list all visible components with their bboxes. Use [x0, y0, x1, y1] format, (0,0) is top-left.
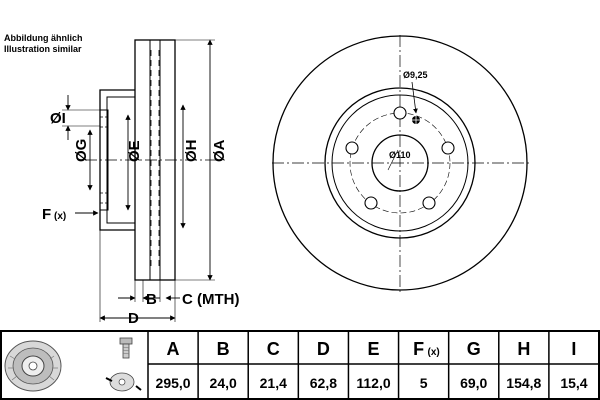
disc-thumbnail-icon — [4, 340, 62, 392]
label-bolt-hole-dia: Ø9,25 — [403, 70, 428, 80]
label-dia-H: ØH — [183, 140, 200, 163]
spec-header-e: E — [367, 339, 379, 359]
spec-value-i: 15,4 — [560, 375, 587, 391]
spec-table: A B C D E F(x) G H I 295,0 24,0 21,4 62,8 112,0 5 69,0… — [0, 330, 600, 400]
label-dia-E: ØE — [126, 140, 143, 162]
label-dia-I: ØI — [50, 110, 66, 127]
bolt-hole — [422, 196, 436, 210]
bolt-icon — [119, 337, 133, 359]
spec-value-b: 24,0 — [210, 375, 237, 391]
spec-header-i: I — [571, 339, 576, 359]
label-F: F — [42, 206, 51, 223]
disc-outer-circle — [272, 35, 528, 291]
spec-value-a: 295,0 — [156, 375, 191, 391]
spec-value-c: 21,4 — [260, 375, 287, 391]
bolt-hole — [393, 106, 407, 120]
center-bore-circle — [371, 134, 429, 192]
label-B: B — [146, 291, 157, 308]
label-D: D — [128, 310, 139, 327]
front-view — [272, 35, 530, 292]
label-dia-A: ØA — [211, 139, 228, 162]
hat-outer-circle — [324, 87, 476, 239]
label-dia-G: ØG — [73, 139, 90, 162]
label-F-sub: (x) — [54, 211, 66, 222]
spec-header-c: C — [267, 339, 280, 359]
spec-value-e: 112,0 — [356, 375, 390, 391]
side-view — [85, 39, 225, 281]
spec-header-d: D — [317, 339, 330, 359]
spec-header-g: G — [467, 339, 481, 359]
brake-disc-drawing: ØI ØG ØE ØH ØA F (x) B C (MTH) D — [42, 35, 530, 327]
label-C: C (MTH) — [182, 291, 239, 308]
wheel-hub-clip-icon — [105, 372, 142, 392]
spec-value-g: 69,0 — [460, 375, 487, 391]
bolt-holes — [345, 106, 455, 210]
threaded-hole — [410, 114, 422, 126]
spec-value-d: 62,8 — [310, 375, 337, 391]
caption-line-2: Illustration similar — [4, 44, 82, 54]
bolt-hole — [441, 141, 455, 155]
spec-header-f: F — [413, 339, 424, 359]
spec-header-h: H — [517, 339, 530, 359]
bolt-hole — [345, 141, 359, 155]
caption-line-1: Abbildung ähnlich — [4, 33, 83, 43]
side-dimensions — [62, 39, 215, 322]
spec-header-b: B — [217, 339, 230, 359]
spec-value-f: 5 — [420, 375, 428, 391]
spec-header-f-sub: (x) — [427, 347, 439, 358]
spec-value-h: 154,8 — [506, 375, 541, 391]
bolt-hole — [364, 196, 378, 210]
label-center-bore-dia: Ø110 — [389, 150, 411, 160]
spec-header-a: A — [167, 339, 180, 359]
